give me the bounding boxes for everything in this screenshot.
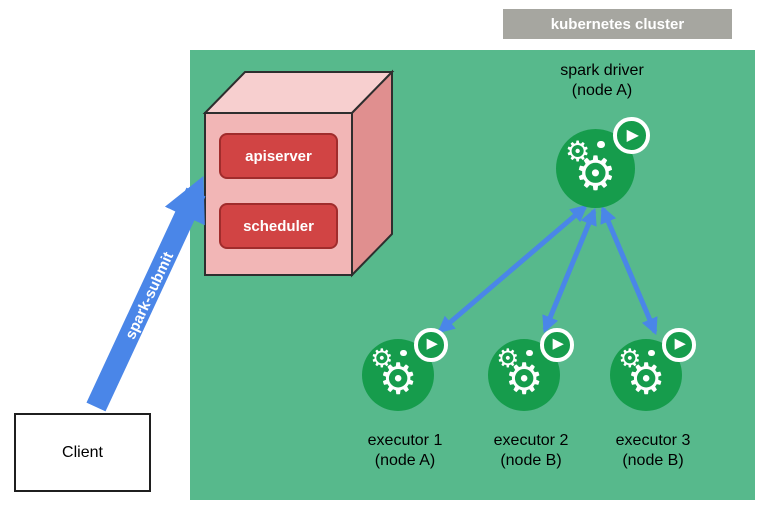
play-badge: ▶ (540, 328, 574, 362)
client-box: Client (14, 413, 151, 492)
gear-icon: ⚙ (496, 343, 520, 374)
spark-driver-label-line2: (node A) (571, 82, 633, 99)
executor-2-label-line1: executor 2 (493, 432, 569, 449)
gear-icon: ⚙ (626, 354, 666, 405)
play-icon: ▶ (426, 335, 438, 353)
spark-submit-arrow: spark-submit (86, 176, 206, 412)
arrow-driver-executor-3 (600, 205, 658, 336)
gear-icon: ⚙ (370, 343, 394, 374)
apiserver-box: apiserver (219, 133, 338, 179)
spark-driver-label: spark driver (node A) (528, 61, 676, 101)
play-icon: ▶ (674, 335, 686, 353)
executor-2-label: executor 2 (node B) (469, 431, 593, 471)
spark-submit-label: spark-submit (122, 249, 177, 342)
executor-1-label-line1: executor 1 (367, 432, 443, 449)
spark-driver-pod-icon: ⚙ ⚙ ▶ (556, 117, 650, 211)
gear-dot-icon (647, 349, 655, 357)
play-icon: ▶ (626, 125, 639, 145)
arrow-driver-executor-2 (542, 207, 597, 334)
gear-icon: ⚙ (504, 354, 544, 405)
gear-icon: ⚙ (564, 134, 591, 168)
gear-icon: ⚙ (574, 146, 617, 202)
executor-1-label: executor 1 (node A) (343, 431, 467, 471)
executor-1-label-line2: (node A) (374, 452, 436, 469)
executor-3-pod-icon: ⚙ ⚙ ▶ (610, 328, 696, 414)
gear-icon: ⚙ (618, 343, 642, 374)
executor-2-label-line2: (node B) (500, 452, 562, 469)
executor-2-pod-icon: ⚙ ⚙ ▶ (488, 328, 574, 414)
spark-driver-label-line1: spark driver (560, 62, 644, 79)
gear-dot-icon (525, 349, 533, 357)
play-badge: ▶ (414, 328, 448, 362)
scheduler-box: scheduler (219, 203, 338, 249)
gear-icon: ⚙ (378, 354, 418, 405)
gear-dot-icon (597, 140, 605, 149)
arrow-driver-executor-1 (437, 204, 588, 334)
executor-3-label-line2: (node B) (622, 452, 684, 469)
play-badge: ▶ (613, 117, 650, 154)
spark-submit-arrow-shaft (86, 176, 206, 412)
executor-3-label: executor 3 (node B) (591, 431, 715, 471)
kubernetes-cluster-label: kubernetes cluster (503, 9, 732, 39)
executor-3-label-line1: executor 3 (615, 432, 691, 449)
gear-dot-icon (399, 349, 407, 357)
play-icon: ▶ (552, 335, 564, 353)
play-badge: ▶ (662, 328, 696, 362)
executor-1-pod-icon: ⚙ ⚙ ▶ (362, 328, 448, 414)
